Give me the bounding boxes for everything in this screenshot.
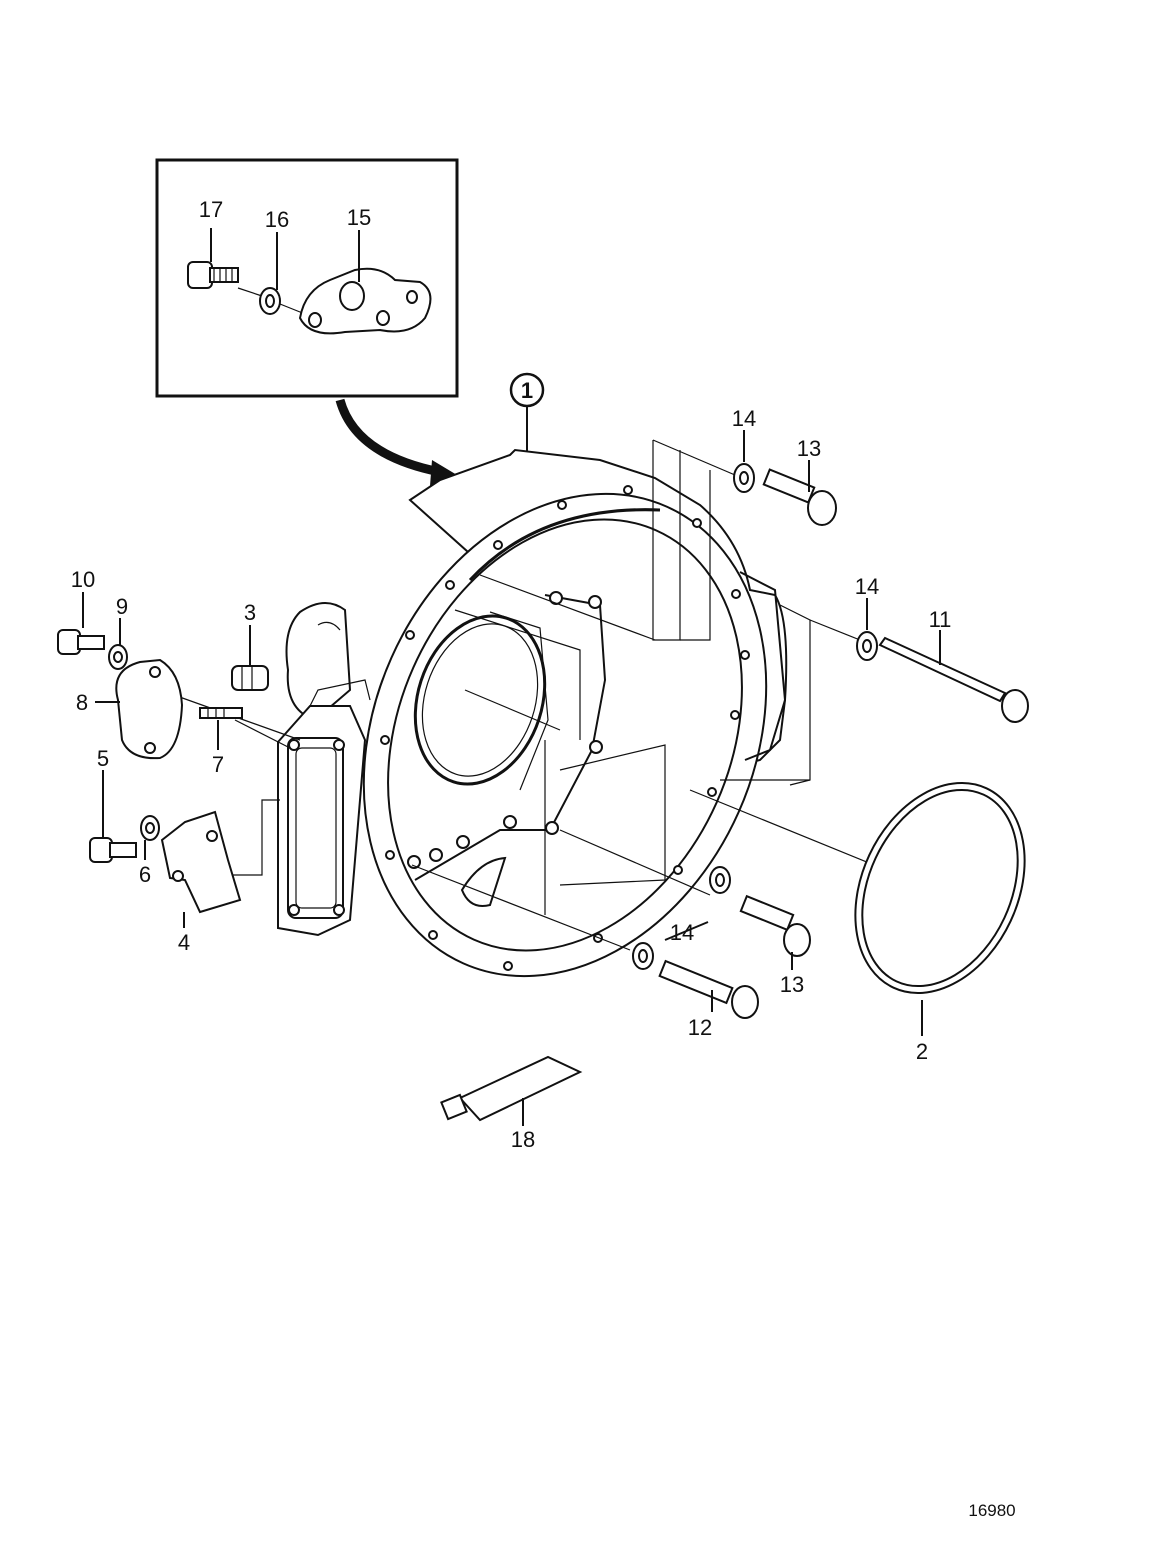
part-12-bolt <box>658 959 759 1019</box>
callout-9: 9 <box>116 594 128 619</box>
callout-11: 11 <box>929 607 952 632</box>
part-1-flywheel-housing <box>277 448 788 978</box>
part-9-washer <box>108 644 128 670</box>
callout-10: 10 <box>71 567 95 592</box>
callout-5: 5 <box>97 746 109 771</box>
inset-pointer-arrow <box>335 398 462 486</box>
part-8-cover-plate <box>115 658 184 760</box>
assembly-guide-lines <box>159 439 961 951</box>
part-13-bolt-lower <box>739 894 811 957</box>
part-4-bracket <box>160 810 242 914</box>
part-2-seal-ring <box>854 781 1026 995</box>
part-16-washer <box>259 287 281 315</box>
main-part-marker: 1 <box>509 372 545 452</box>
callout-13-lower: 13 <box>780 972 804 997</box>
part-3-plug <box>231 665 269 691</box>
callout-8: 8 <box>76 690 88 715</box>
part-14-washer-top <box>733 463 755 493</box>
callout-13-top: 13 <box>797 436 821 461</box>
part-14-washer-right <box>856 631 878 661</box>
main-part-marker-label: 1 <box>521 378 533 403</box>
callout-18: 18 <box>511 1127 535 1152</box>
callout-6: 6 <box>139 862 151 887</box>
part-15-flange-plate <box>298 267 432 335</box>
part-14-washer-lower <box>709 866 731 894</box>
part-17-bolt <box>187 261 239 289</box>
callout-3: 3 <box>244 600 256 625</box>
part-13-bolt-top <box>762 468 837 526</box>
part-6-washer <box>140 815 160 841</box>
detail-inset <box>155 158 459 398</box>
callout-17: 17 <box>199 197 223 222</box>
callout-4: 4 <box>178 930 190 955</box>
part-18-sealant-tube <box>440 1055 583 1122</box>
callout-2: 2 <box>916 1039 928 1064</box>
callout-12: 12 <box>688 1015 712 1040</box>
part-7-stud <box>199 707 243 719</box>
callout-14-right: 14 <box>855 574 879 599</box>
part-11-long-bolt <box>878 636 1029 723</box>
leader-lines <box>82 430 941 1126</box>
callout-14-lower: 14 <box>670 920 694 945</box>
callout-16: 16 <box>265 207 289 232</box>
callout-15: 15 <box>347 205 371 230</box>
callout-7: 7 <box>212 752 224 777</box>
housing-bolt-holes <box>380 485 750 971</box>
part-10-bolt <box>57 629 105 655</box>
part-14-washer-bottom <box>632 942 654 970</box>
figure-number: 16980 <box>968 1501 1015 1520</box>
part-5-bolt <box>89 837 137 863</box>
callout-14-top: 14 <box>732 406 756 431</box>
callout-labels: 17 16 15 14 13 14 11 2 12 13 14 10 9 8 3… <box>71 197 952 1152</box>
